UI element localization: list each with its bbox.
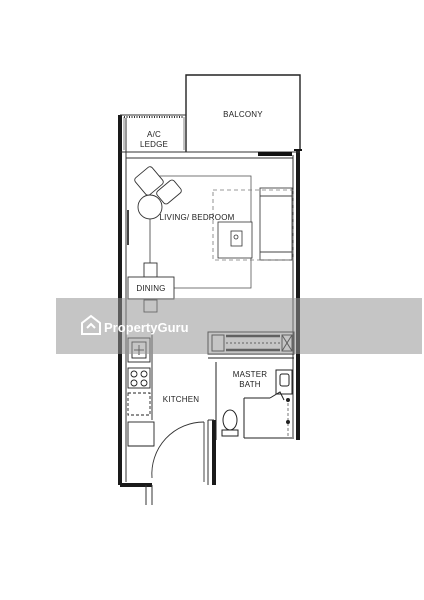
watermark-brand: PropertyGuru xyxy=(104,320,189,335)
bedside-unit xyxy=(217,221,253,259)
bed-outline-dashed xyxy=(212,189,294,261)
dining-label: DINING xyxy=(136,284,166,293)
ac-ledge-label-line1: A/C xyxy=(147,130,161,139)
ac-ledge-label-line2: LEDGE xyxy=(139,140,169,149)
master-bath-label-line1: MASTER xyxy=(232,370,268,379)
sofa xyxy=(259,187,293,261)
living-bedroom-label: LIVING/ BEDROOM xyxy=(159,213,235,222)
balcony-outline xyxy=(185,74,301,152)
entry-door xyxy=(151,421,205,482)
master-bath xyxy=(208,357,294,440)
propertyguru-logo-icon xyxy=(81,314,101,335)
ac-ledge-hatch xyxy=(123,116,185,150)
master-bath-label-line2: BATH xyxy=(239,380,261,389)
armchair xyxy=(134,166,182,220)
balcony-label: BALCONY xyxy=(223,110,263,119)
watermark-band xyxy=(56,298,422,354)
kitchen-label: KITCHEN xyxy=(162,395,200,404)
